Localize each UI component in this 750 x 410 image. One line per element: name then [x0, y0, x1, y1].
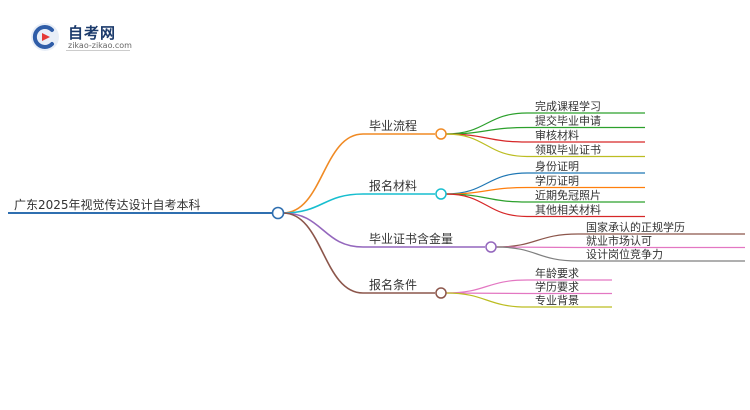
leaf-node-label: 其他相关材料	[535, 203, 601, 217]
leaf-node-label: 提交毕业申请	[535, 114, 601, 128]
edge-root-to-branch	[282, 212, 364, 248]
edge-branch-to-leaf	[445, 292, 528, 308]
leaf-node-label: 近期免冠照片	[535, 188, 601, 202]
root-node-handle[interactable]	[271, 206, 285, 220]
mind-map-edges	[282, 112, 579, 308]
leaf-node-label: 就业市场认可	[586, 234, 652, 248]
edge-branch-to-leaf	[445, 193, 528, 218]
leaf-node-label: 年龄要求	[535, 266, 579, 280]
branch-node-label: 毕业证书含金量	[369, 231, 453, 246]
leaf-node-label: 学历要求	[535, 280, 579, 294]
branch-node-handle[interactable]	[435, 128, 447, 140]
leaf-node-label: 完成课程学习	[535, 99, 601, 113]
branch-node-label: 报名条件	[369, 277, 417, 292]
branch-node-handle[interactable]	[435, 287, 447, 299]
branch-node-label: 毕业流程	[369, 118, 417, 133]
branch-node-label: 报名材料	[369, 178, 417, 193]
branch-node-handle[interactable]	[435, 188, 447, 200]
logo-divider	[66, 50, 130, 51]
root-node-label: 广东2025年视觉传达设计自考本科	[14, 197, 201, 212]
edge-branch-to-leaf	[445, 279, 528, 294]
leaf-node-label: 审核材料	[535, 128, 579, 142]
site-logo[interactable]: 自考网 zikao-zikao.com	[30, 18, 150, 54]
edge-root-to-branch	[282, 193, 364, 214]
branch-node-handle[interactable]	[485, 241, 497, 253]
leaf-node-label: 设计岗位竞争力	[586, 247, 663, 261]
edge-root-to-branch	[282, 212, 364, 294]
logo-mark-icon	[31, 23, 59, 51]
edge-branch-to-leaf	[495, 246, 579, 262]
logo-title: 自考网	[68, 24, 117, 42]
leaf-node-label: 国家承认的正规学历	[586, 220, 685, 234]
mind-map-nodes: 广东2025年视觉传达设计自考本科 毕业流程 完成课程学习提交毕业申请审核材料领取毕…	[8, 99, 745, 308]
leaf-node-label: 学历证明	[535, 174, 579, 188]
logo-subtitle: zikao-zikao.com	[68, 41, 132, 50]
edge-root-to-branch	[282, 133, 364, 214]
edge-branch-to-leaf	[495, 233, 579, 248]
edge-branch-to-leaf	[445, 133, 528, 158]
leaf-node-label: 专业背景	[535, 293, 579, 307]
leaf-node-label: 身份证明	[535, 159, 579, 173]
leaf-node-label: 领取毕业证书	[535, 144, 601, 157]
